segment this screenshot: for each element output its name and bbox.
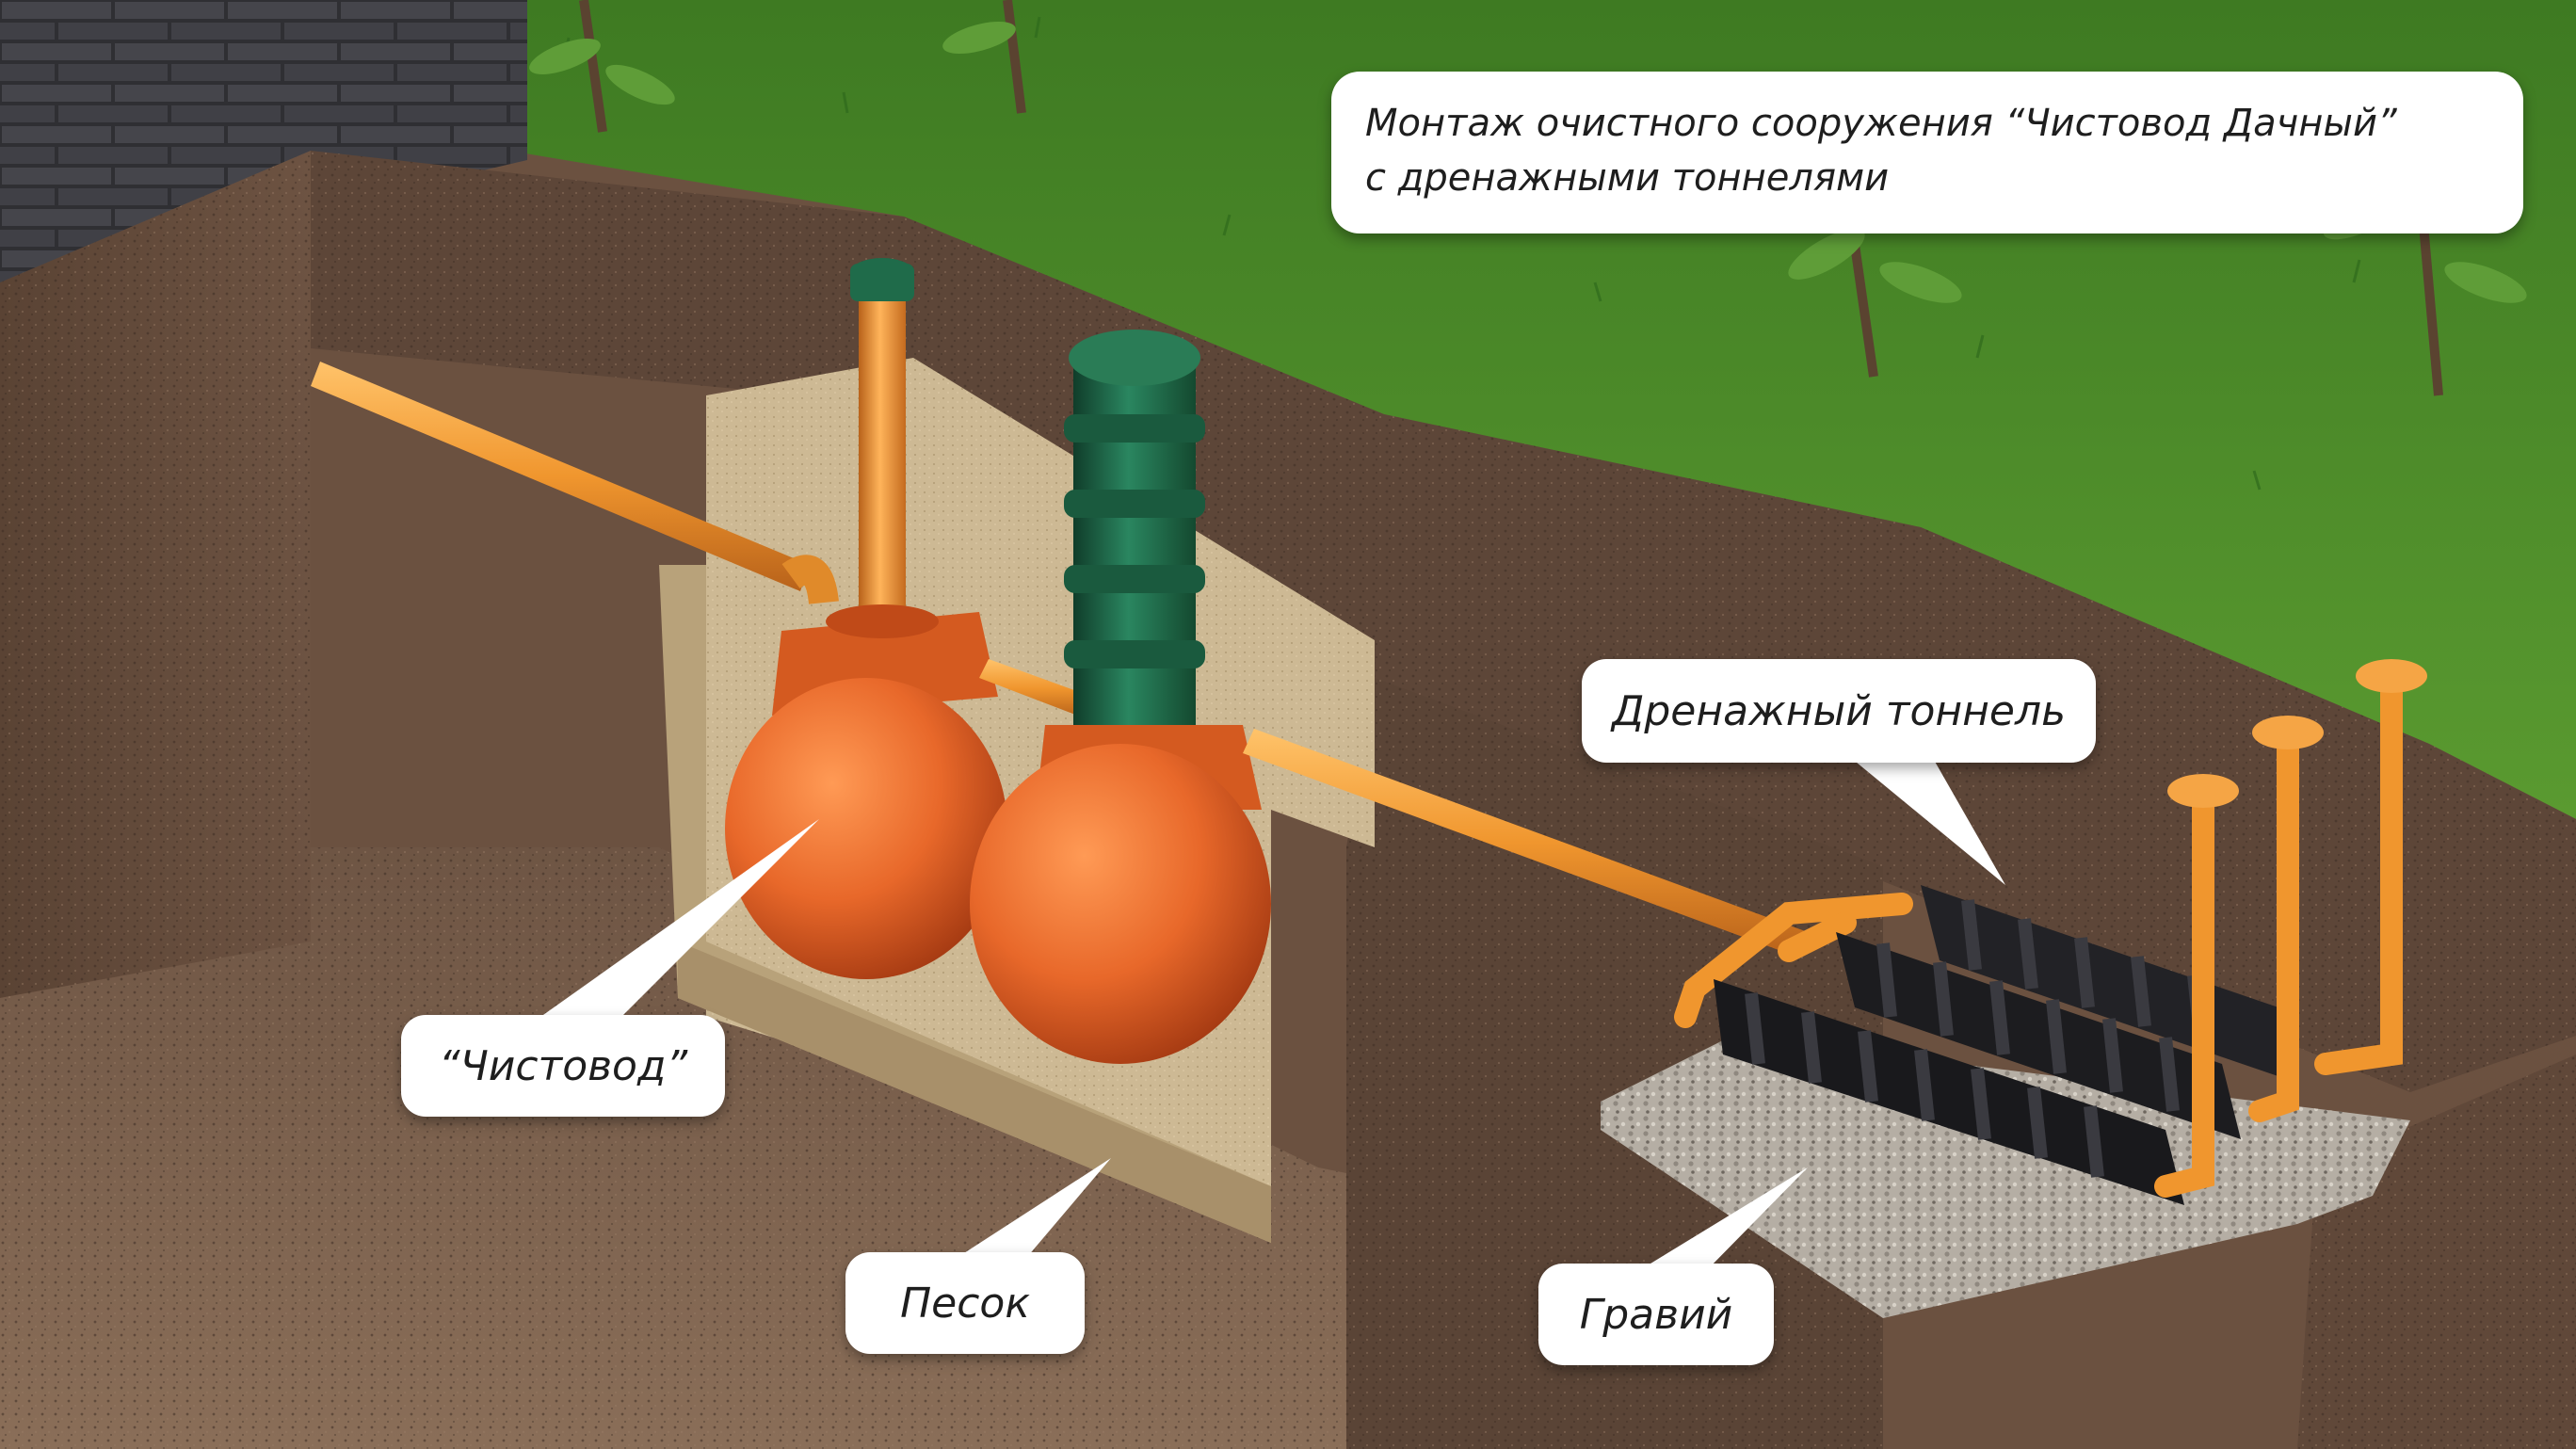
tunnel-vents [2154, 659, 2427, 1198]
connecting-pipe [979, 659, 1092, 717]
tank-primary [725, 604, 1007, 979]
inlet-pipe [311, 362, 839, 605]
label-sand: Песок [845, 1252, 1085, 1354]
title-callout: Монтаж очистного сооружения “Чистовод Да… [1331, 72, 2523, 233]
title-line-2: с дренажными тоннелями [1365, 156, 1890, 200]
outlet-pipe [1243, 729, 1808, 957]
label-gravel: Гравий [1538, 1264, 1774, 1365]
label-drain-tunnel: Дренажный тоннель [1582, 659, 2096, 763]
title-line-1: Монтаж очистного сооружения “Чистовод Да… [1365, 102, 2397, 145]
tank-secondary [970, 725, 1271, 1064]
drain-manifold [1674, 893, 1913, 1028]
green-riser [1064, 330, 1205, 744]
vent-riser [859, 273, 906, 621]
callout-pointers [527, 753, 2005, 1273]
house-wall [0, 0, 527, 282]
label-chistovod: “Чистовод” [401, 1015, 725, 1117]
sand-bed-base [678, 942, 1271, 1243]
